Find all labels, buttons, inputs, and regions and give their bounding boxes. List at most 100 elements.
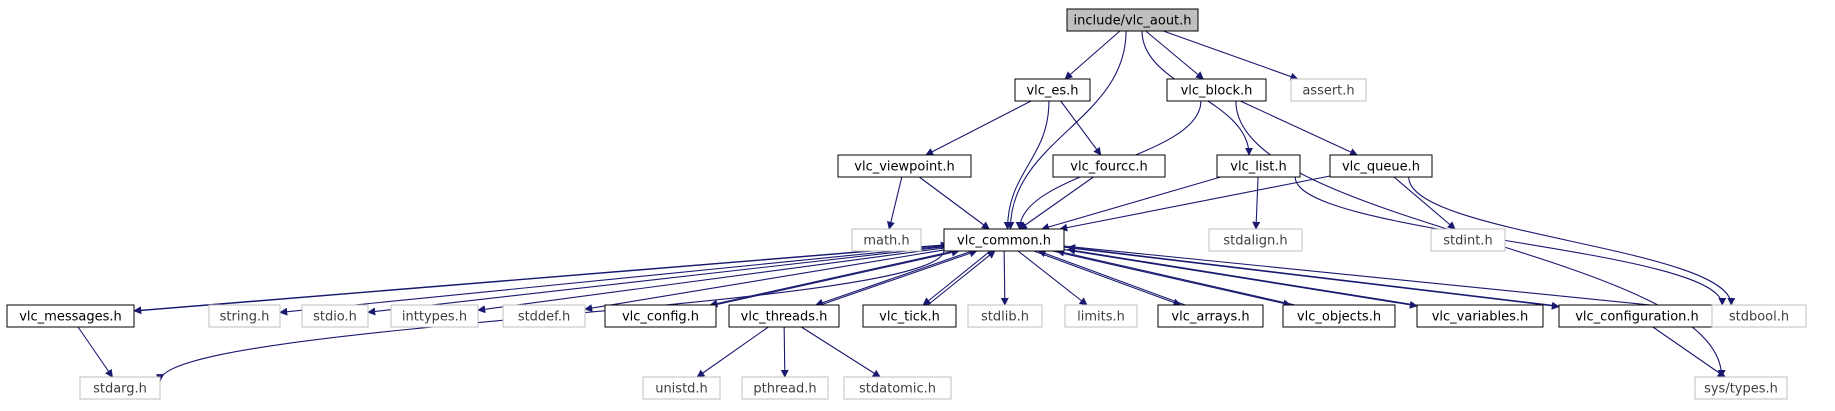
edge-vlc-queue-h-to-stdbool-h <box>1408 176 1736 306</box>
edge-vlc-messages-h-to-stdarg-h <box>77 326 113 378</box>
node-box <box>390 304 479 328</box>
node-vlc-objects-h[interactable]: vlc_objects.h <box>1282 304 1396 328</box>
edge-vlc-configuration-h-to-vlc-common-h <box>1067 244 1564 308</box>
node-box <box>1711 304 1807 328</box>
node-box <box>79 376 161 400</box>
node-include-vlc-aout-h[interactable]: include/vlc_aout.h <box>1066 8 1199 32</box>
node-label: stdbool.h <box>1729 310 1789 325</box>
node-box <box>1430 228 1506 252</box>
node-stdatomic-h: stdatomic.h <box>843 376 952 400</box>
edge-include-vlc-aout-h-to-vlc-block-h <box>1145 30 1204 80</box>
edge-vlc-messages-h-to-vlc-common-h <box>137 241 949 312</box>
node-vlc-tick-h[interactable]: vlc_tick.h <box>862 304 957 328</box>
node-label: vlc_variables.h <box>1432 310 1529 325</box>
edge-vlc-common-h-to-vlc-objects-h <box>1052 250 1292 308</box>
node-vlc-fourcc-h[interactable]: vlc_fourcc.h <box>1052 154 1166 178</box>
node-box <box>1216 154 1301 178</box>
node-box <box>843 376 952 400</box>
edge-vlc-config-h-to-vlc-common-h <box>714 248 960 306</box>
edge-vlc-variables-h-to-vlc-common-h <box>1067 246 1422 307</box>
node-sys-types-h: sys/types.h <box>1694 376 1788 400</box>
node-vlc-queue-h[interactable]: vlc_queue.h <box>1329 154 1433 178</box>
edge-vlc-common-h-to-vlc-arrays-h <box>1033 250 1182 307</box>
node-vlc-variables-h[interactable]: vlc_variables.h <box>1416 304 1544 328</box>
node-vlc-viewpoint-h[interactable]: vlc_viewpoint.h <box>837 154 972 178</box>
node-vlc-block-h[interactable]: vlc_block.h <box>1166 78 1267 102</box>
node-box <box>1064 304 1138 328</box>
node-label: vlc_config.h <box>622 310 699 325</box>
node-label: include/vlc_aout.h <box>1073 14 1191 29</box>
node-label: vlc_objects.h <box>1297 310 1381 325</box>
node-box <box>1694 376 1788 400</box>
edge-vlc-common-h-to-string-h <box>279 245 945 316</box>
edge-vlc-queue-h-to-stdint-h <box>1393 176 1456 230</box>
edge-vlc-common-h-to-vlc-threads-h <box>815 250 973 307</box>
node-label: stdarg.h <box>93 382 147 397</box>
edge-vlc-common-h-to-limits-h <box>1017 250 1088 306</box>
node-box <box>642 376 721 400</box>
edge-vlc-common-h-to-stdio-h <box>367 246 945 316</box>
node-box <box>301 304 369 328</box>
node-box <box>1157 304 1264 328</box>
edge-vlc-block-h-to-vlc-queue-h <box>1240 100 1358 156</box>
node-label: stdint.h <box>1443 234 1492 249</box>
edge-vlc-threads-h-to-unistd-h <box>696 326 769 378</box>
node-box <box>1282 304 1396 328</box>
node-unistd-h: unistd.h <box>642 376 721 400</box>
node-vlc-config-h[interactable]: vlc_config.h <box>604 304 717 328</box>
node-stddef-h: stddef.h <box>502 304 586 328</box>
node-stdbool-h: stdbool.h <box>1711 304 1807 328</box>
node-label: stdalign.h <box>1223 234 1287 249</box>
node-box <box>1290 78 1367 102</box>
node-box <box>1052 154 1166 178</box>
edge-vlc-viewpoint-h-to-vlc-common-h <box>918 176 990 230</box>
node-label: vlc_messages.h <box>19 310 122 325</box>
node-label: unistd.h <box>655 382 708 397</box>
node-stdlib-h: stdlib.h <box>967 304 1043 328</box>
node-box <box>741 376 829 400</box>
node-label: stdlib.h <box>981 310 1029 325</box>
edge-vlc-list-h-to-stdalign-h <box>1252 176 1261 230</box>
node-vlc-threads-h[interactable]: vlc_threads.h <box>728 304 840 328</box>
edge-vlc-fourcc-h-to-vlc-common-h <box>1018 176 1094 230</box>
node-label: vlc_list.h <box>1230 160 1286 175</box>
node-label: sys/types.h <box>1704 382 1778 397</box>
edge-include-vlc-aout-h-to-assert-h <box>1163 30 1299 81</box>
node-box <box>1329 154 1433 178</box>
edge-vlc-queue-h-to-vlc-common-h <box>1059 175 1331 232</box>
node-box <box>862 304 957 328</box>
node-vlc-common-h[interactable]: vlc_common.h <box>943 228 1065 252</box>
node-box <box>837 154 972 178</box>
node-box <box>728 304 840 328</box>
node-label: vlc_fourcc.h <box>1070 160 1147 175</box>
node-box <box>1208 228 1303 252</box>
edge-include-vlc-aout-h-to-vlc-common-h <box>1006 30 1127 230</box>
edge-vlc-list-h-to-stdbool-h <box>1294 176 1727 306</box>
node-label: stdatomic.h <box>859 382 936 397</box>
node-label: inttypes.h <box>402 310 467 325</box>
edge-vlc-common-h-to-vlc-variables-h <box>1063 249 1418 309</box>
edge-vlc-common-h-to-inttypes-h <box>477 247 945 314</box>
edge-vlc-tick-h-to-vlc-common-h <box>927 250 996 306</box>
node-label: stdio.h <box>313 310 357 325</box>
edge-vlc-configuration-h-to-sys-types-h <box>1652 326 1726 378</box>
node-vlc-messages-h[interactable]: vlc_messages.h <box>6 304 135 328</box>
edge-vlc-es-h-to-vlc-fourcc-h <box>1060 100 1102 156</box>
node-box <box>1416 304 1544 328</box>
node-assert-h: assert.h <box>1290 78 1367 102</box>
node-vlc-configuration-h[interactable]: vlc_configuration.h <box>1558 304 1716 328</box>
node-vlc-arrays-h[interactable]: vlc_arrays.h <box>1157 304 1264 328</box>
edge-vlc-list-h-to-vlc-common-h <box>1041 176 1221 231</box>
node-box <box>1014 78 1091 102</box>
node-string-h: string.h <box>208 304 281 328</box>
edge-vlc-es-h-to-vlc-common-h <box>1003 100 1050 230</box>
node-vlc-list-h[interactable]: vlc_list.h <box>1216 154 1301 178</box>
edges-layer <box>77 30 1736 383</box>
node-stdalign-h: stdalign.h <box>1208 228 1303 252</box>
node-vlc-es-h[interactable]: vlc_es.h <box>1014 78 1091 102</box>
node-box <box>502 304 586 328</box>
node-box <box>604 304 717 328</box>
node-label: vlc_tick.h <box>879 310 940 325</box>
node-label: vlc_queue.h <box>1342 160 1420 175</box>
nodes-layer: include/vlc_aout.h vlc_es.h vlc_block.h ass… <box>6 8 1807 400</box>
